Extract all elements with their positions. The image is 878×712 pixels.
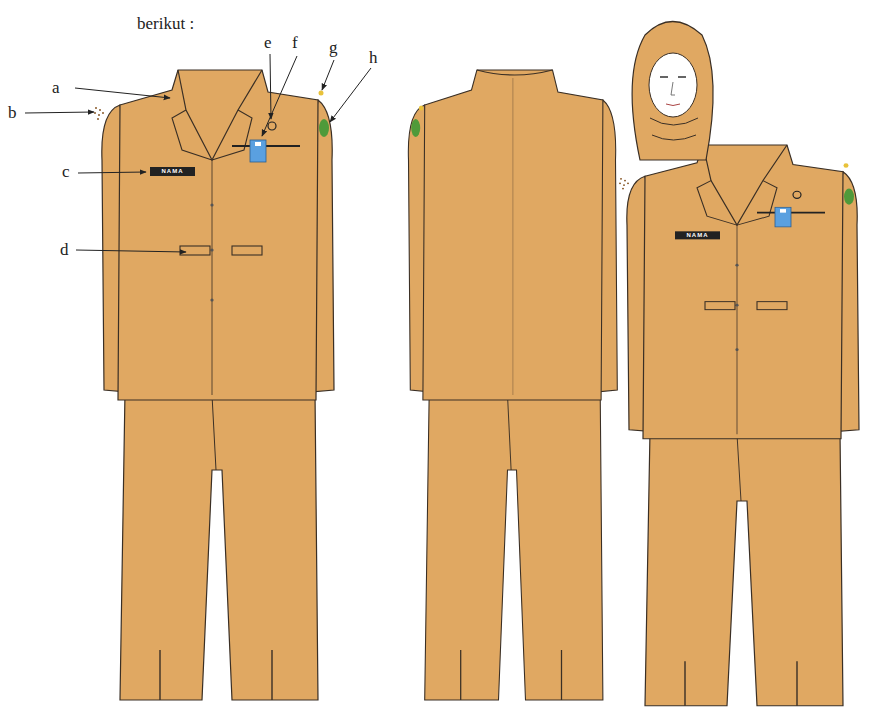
leader-lines — [25, 54, 371, 252]
back-uniform — [408, 70, 617, 700]
intro-text: berikut : — [137, 14, 194, 34]
name-tag-text: NAMA — [150, 167, 195, 176]
female-uniform — [619, 145, 859, 706]
front-uniform — [94, 70, 334, 700]
callout-letter: h — [369, 48, 378, 68]
callout-letter: d — [60, 240, 69, 260]
callout-letter: a — [52, 78, 60, 98]
callout-letter: b — [8, 103, 17, 123]
name-tag-text: NAMA — [675, 231, 720, 239]
callout-letter: g — [329, 38, 338, 58]
callout-letter: f — [292, 33, 298, 53]
callout-letter: c — [62, 162, 70, 182]
hijab-head — [632, 22, 713, 161]
callout-letter: e — [264, 33, 272, 53]
